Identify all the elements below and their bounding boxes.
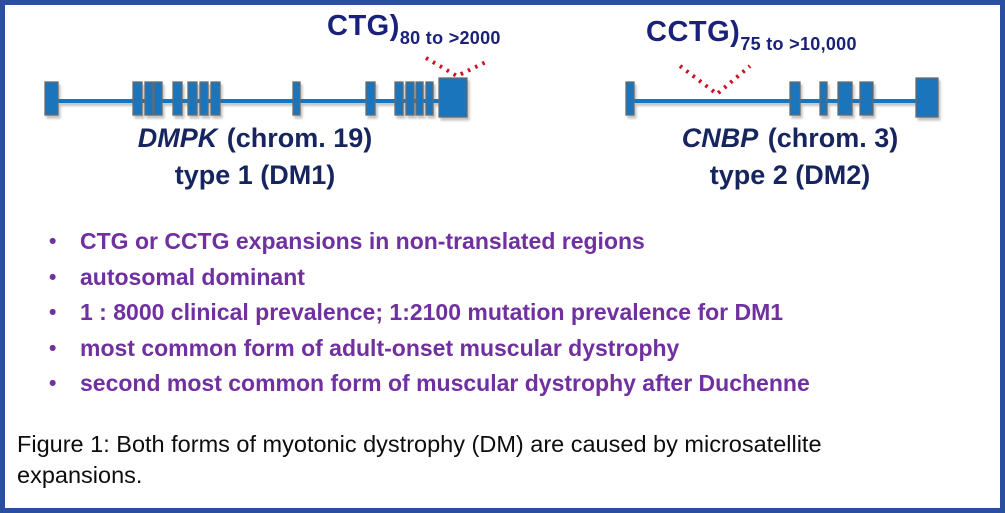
dm2-type-label: type 2 (DM2) [709,160,871,190]
dmpk-exon [132,81,143,116]
dmpk-gene-symbol: DMPK [137,123,218,153]
dmpk-exon [144,81,154,116]
bullet-item-expansions: CTG or CCTG expansions in non-translated… [43,224,810,260]
dmpk-exon [187,81,198,116]
ctg-repeat-range: 80 to >2000 [399,28,501,48]
dmpk-expansion-pointer [424,56,489,79]
gene-diagram [44,56,939,118]
dmpk-exon [210,81,221,116]
cnbp-exon [819,81,828,116]
dmpk-terminal-exon [438,77,468,118]
cnbp-exon [837,81,853,116]
dmpk-gene-shapes [44,77,468,118]
cnbp-gene-shapes [625,77,939,118]
dmpk-exon [44,81,59,116]
cnbp-gene-symbol: CNBP [681,123,759,153]
dmpk-exon [199,81,209,116]
cnbp-gene-caption: CNBP (chrom. 3) type 2 (DM2) [617,121,963,192]
dmpk-gene-name: DMPK (chrom. 19) [43,121,467,155]
dmpk-exon [425,81,434,116]
dmpk-gene-caption: DMPK (chrom. 19) type 1 (DM1) [43,121,467,192]
cnbp-exon [789,81,801,116]
dmpk-exon [405,81,415,116]
ctg-repeat-text: CTG) [327,10,400,42]
dmpk-exon [153,81,163,116]
bullet-item-inheritance: autosomal dominant [43,260,810,296]
bullet-list: CTG or CCTG expansions in non-translated… [43,224,810,402]
cnbp-exon [625,81,635,116]
dmpk-exon [415,81,424,116]
cctg-repeat-text: CCTG) [646,16,741,48]
cnbp-expansion-pointer [678,64,752,97]
figure-caption: Figure 1: Both forms of myotonic dystrop… [17,431,822,488]
cctg-repeat-range: 75 to >10,000 [740,34,857,54]
dmpk-exon [292,81,301,116]
bullet-item-most-common: most common form of adult-onset muscular… [43,331,810,367]
dmpk-exon [365,81,376,116]
cnbp-gene-name: CNBP (chrom. 3) [617,121,963,155]
bullet-item-prevalence: 1 : 8000 clinical prevalence; 1:2100 mut… [43,295,810,331]
dm1-type-label: type 1 (DM1) [174,160,336,190]
ctg-expansion-label: CTG)80 to >2000 [327,10,501,48]
dmpk-chromosome: (chrom. 19) [219,123,373,153]
cnbp-exon [859,81,874,116]
dmpk-exon [172,81,183,116]
dmpk-exon [394,81,404,116]
cnbp-terminal-exon [915,77,939,118]
bullet-item-second-most-common: second most common form of muscular dyst… [43,366,810,402]
cctg-expansion-label: CCTG)75 to >10,000 [646,16,857,54]
cnbp-chromosome: (chrom. 3) [760,123,899,153]
